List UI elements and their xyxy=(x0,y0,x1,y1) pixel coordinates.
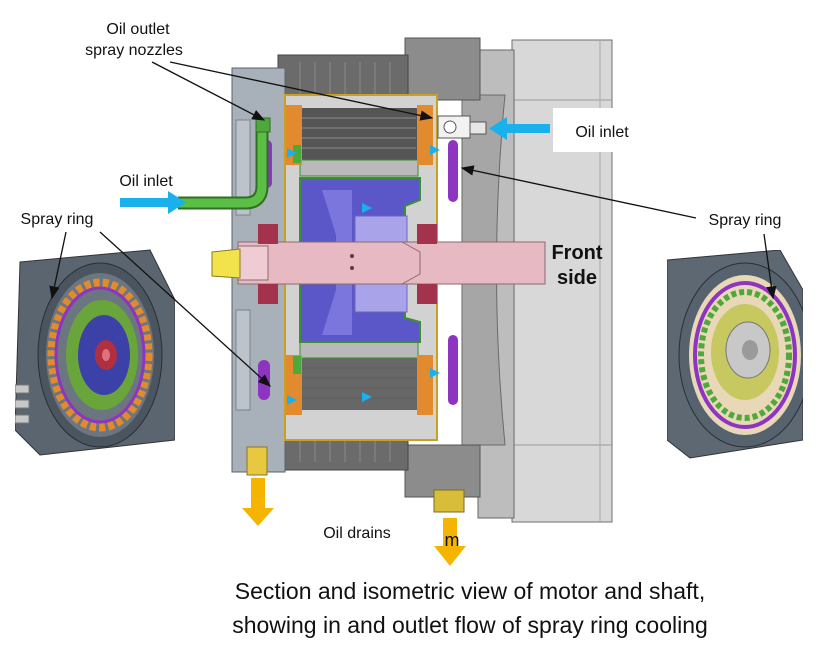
drain-fitting-right xyxy=(433,489,465,513)
oil-inlet-label-right: Oil inlet xyxy=(575,124,629,141)
spray-ring xyxy=(54,286,146,424)
nozzle-leader-right xyxy=(169,61,434,121)
winding-ring xyxy=(47,278,153,432)
nozzles-label-line2: spray nozzles xyxy=(85,42,183,59)
isometric-view-left xyxy=(15,246,175,460)
spray-ring-section xyxy=(448,140,458,202)
oil-inlet-arrow-left xyxy=(120,191,186,214)
oil-drains-label: Oil drains xyxy=(323,525,391,542)
spray-ring-leader-right-iso xyxy=(763,233,777,300)
housing-top-block xyxy=(404,37,481,101)
spray-ring xyxy=(693,281,797,429)
front-side-label-line2: side xyxy=(557,267,597,289)
shaft-end xyxy=(211,248,241,279)
bearing xyxy=(417,284,437,304)
spray-ring-leader-left-iso xyxy=(49,231,67,300)
drain-mark-label: m xyxy=(445,530,460,550)
spray-ring-label-right: Spray ring xyxy=(709,212,782,229)
stator-core-bottom xyxy=(300,358,418,410)
spray-nozzle-left xyxy=(255,117,271,133)
spray-ring-leader-right-section xyxy=(460,165,697,219)
oil-inlet-label-box xyxy=(553,108,649,152)
oil-drain-arrow-left xyxy=(242,478,274,526)
housing-bottom-block xyxy=(404,444,481,498)
caption-line2: showing in and outlet flow of spray ring… xyxy=(232,612,708,638)
isometric-view-right xyxy=(667,250,803,460)
winding-bottom-right xyxy=(417,355,433,415)
shaft xyxy=(237,241,546,285)
bearing xyxy=(258,224,278,244)
bearing xyxy=(258,284,278,304)
bearing xyxy=(417,224,437,244)
spray-ring-leader-left-section xyxy=(99,231,271,387)
oil-inlet-arrow-right xyxy=(489,117,550,140)
nozzle-leader-left xyxy=(151,61,266,121)
nozzles-label-line1: Oil outlet xyxy=(106,21,170,38)
spray-nozzle-right xyxy=(437,115,487,139)
stator-core-top xyxy=(300,108,418,160)
spray-ring-section xyxy=(448,335,458,405)
front-side-label-line1: Front xyxy=(551,242,602,264)
motor-section-view xyxy=(178,37,613,523)
winding-top-right xyxy=(417,105,433,165)
housing-top xyxy=(277,54,409,101)
spray-ring-label-left: Spray ring xyxy=(21,211,94,228)
drain-fitting-left xyxy=(246,446,268,476)
caption-line1: Section and isometric view of motor and … xyxy=(235,578,705,604)
oil-inlet-label-left: Oil inlet xyxy=(119,173,173,190)
oil-inlet-pipe xyxy=(178,132,267,208)
oil-drain-arrow-right xyxy=(434,518,466,566)
flow-indicators xyxy=(287,145,440,405)
